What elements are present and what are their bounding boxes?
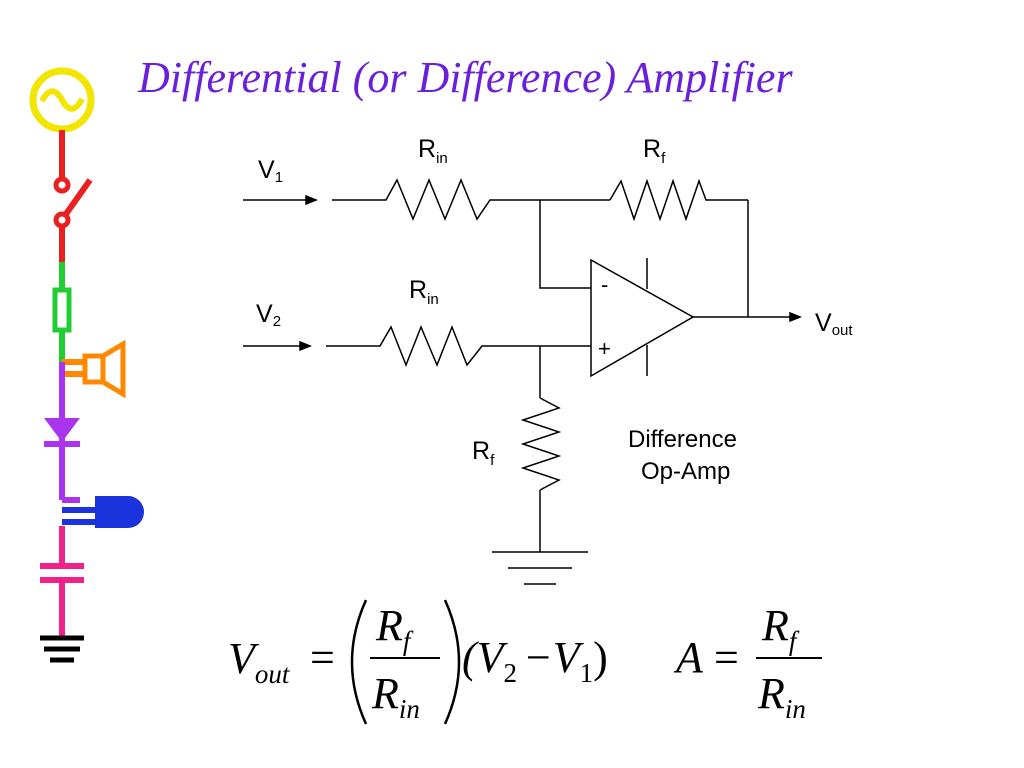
rin-top-resistor — [332, 178, 540, 221]
opamp-symbol — [590, 258, 695, 378]
led-icon — [62, 496, 144, 528]
rin-bottom-label: Rin — [409, 276, 439, 308]
eq1-equals: = — [310, 633, 335, 682]
opamp-caption-line1: Difference — [628, 426, 737, 453]
v1-label: V1 — [258, 156, 283, 186]
eq2-numerator: Rf — [761, 601, 800, 656]
eq1-right-paren — [443, 599, 461, 725]
opamp-caption-line2: Op-Amp — [641, 458, 730, 485]
eq1-left-paren — [350, 599, 368, 725]
rin-bottom-resistor — [326, 324, 540, 368]
eq2-denominator: Rin — [757, 669, 806, 724]
eq1-denominator: Rin — [371, 669, 420, 724]
switch-icon — [53, 130, 93, 262]
opamp-minus-sign: - — [601, 272, 608, 297]
diode-icon — [44, 362, 80, 503]
ac-source-icon — [29, 67, 95, 133]
ground-icon — [40, 635, 84, 663]
slide-title: Differential (or Difference) Amplifier — [138, 53, 793, 102]
equation-gain: A = Rf Rin — [673, 601, 822, 724]
rf-bottom-resistor — [520, 397, 562, 491]
speaker-icon — [62, 339, 126, 399]
rf-top-label: Rf — [643, 135, 666, 167]
eq2-equals: = — [714, 633, 739, 682]
v1-arrow — [243, 194, 319, 206]
eq2-lhs: A — [673, 633, 704, 682]
equation-vout: Vout = Rf Rin (V2−V1) — [228, 599, 608, 725]
circuit-ground — [492, 551, 588, 585]
eq1-lhs: Vout — [228, 634, 291, 689]
rin-top-label: Rin — [418, 135, 448, 167]
v2-arrow — [243, 340, 313, 352]
vout-arrow — [693, 311, 803, 323]
vout-label: Vout — [815, 309, 853, 339]
eq1-numerator: Rf — [375, 601, 414, 656]
opamp-plus-sign: + — [598, 336, 611, 361]
eq1-difference: (V2−V1) — [462, 633, 608, 688]
v2-label: V2 — [256, 300, 281, 330]
rf-top-resistor — [609, 178, 748, 222]
capacitor-icon — [40, 526, 84, 636]
rf-bottom-label: Rf — [472, 437, 495, 469]
circuit-wires — [243, 178, 803, 585]
component-strip — [29, 67, 144, 663]
fuse-icon — [52, 262, 72, 362]
